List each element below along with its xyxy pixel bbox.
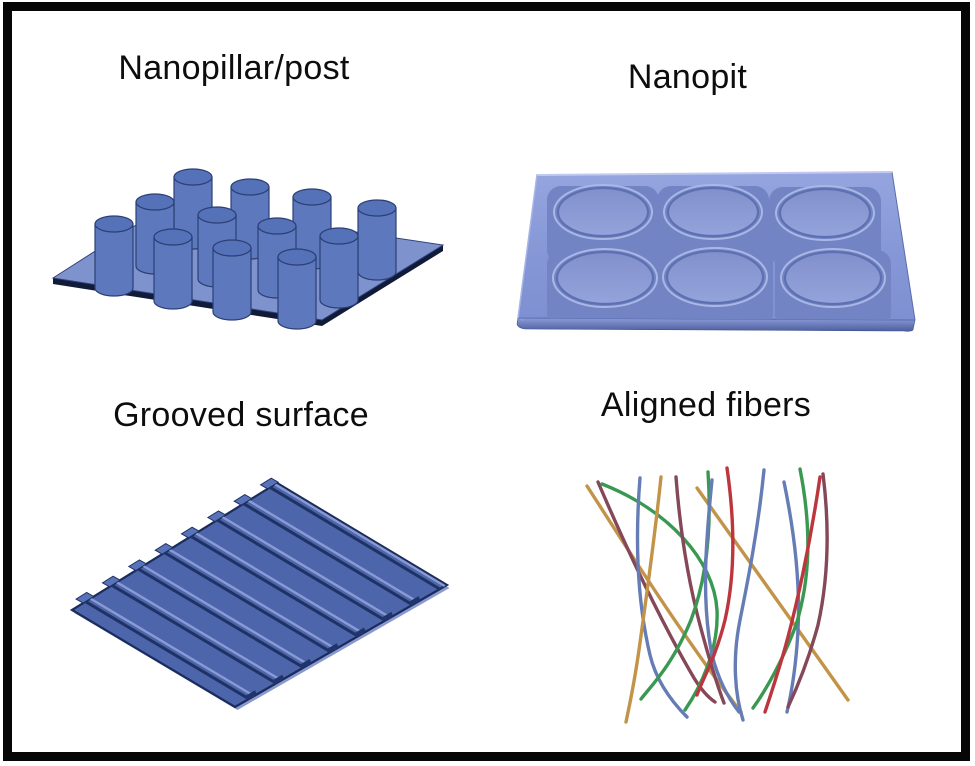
pillar (277, 256, 317, 330)
pit (555, 250, 655, 306)
pit-rim (780, 248, 886, 308)
panel-title-nanopit: Nanopit (627, 58, 748, 96)
pillar (319, 235, 359, 309)
ridge-notch (408, 596, 421, 606)
ridge-tab (259, 477, 280, 490)
pillar-top (94, 215, 134, 233)
ridge-notch (272, 674, 285, 685)
panel-title-grooved: Grooved surface (113, 396, 369, 434)
groove-highlight-lines (89, 483, 446, 698)
pillar-tops (94, 168, 397, 266)
pillar-top (230, 178, 270, 196)
panel-title-nanopillar: Nanopillar/post (118, 49, 350, 87)
pit-plate-bottom-side (516, 317, 916, 332)
pillar-top (135, 193, 175, 211)
panel-title-fibers: Aligned fibers (600, 386, 812, 424)
pit-rims-outer (552, 184, 886, 308)
groove-line (111, 584, 278, 685)
pit-rim (552, 248, 658, 308)
groove-line (137, 567, 305, 669)
grooved-illustration (69, 477, 450, 710)
ridge-highlight (247, 499, 419, 603)
groove-line (163, 551, 332, 654)
groove-line (216, 518, 387, 622)
fiber (585, 484, 743, 714)
pillar-top (319, 227, 359, 245)
groove-line (190, 535, 359, 638)
pillar-top (277, 248, 317, 266)
fiber (786, 472, 829, 709)
ridge-highlight (221, 515, 392, 619)
fiber (635, 476, 689, 719)
pit-rim (662, 247, 768, 307)
fibers-illustration (585, 466, 850, 724)
ridge-notch (299, 659, 312, 669)
ridge-tab (233, 494, 253, 506)
ridge-tab (75, 591, 95, 604)
fiber (733, 468, 766, 722)
ridge-end-tabs (75, 477, 280, 604)
ridge-highlight (116, 581, 282, 682)
nanopit-illustration (516, 171, 916, 332)
fiber (695, 466, 735, 697)
ridge-tab (101, 575, 122, 588)
ridge-notch (381, 611, 394, 622)
fiber (703, 478, 741, 714)
ridge-tab (154, 543, 174, 555)
groove-shadow-lines (84, 486, 441, 701)
fiber (782, 480, 801, 714)
ridge-highlight (274, 483, 446, 588)
fiber (763, 475, 822, 714)
pit (783, 250, 883, 306)
pillar (94, 223, 134, 297)
ridge-highlight (195, 532, 364, 635)
ridge-front-notches (245, 596, 421, 701)
pit (665, 249, 765, 305)
pillar-top (257, 217, 297, 235)
groove-line (84, 600, 250, 701)
ridge-highlight (168, 548, 337, 651)
pit-plate-left-highlight (517, 174, 538, 319)
fiber (751, 467, 810, 710)
ridge-highlight (142, 564, 310, 666)
pit (778, 187, 872, 239)
pillar (153, 236, 193, 310)
pillar-top (357, 199, 397, 217)
groove-line (242, 502, 414, 607)
ridge-tab (180, 526, 201, 539)
ridge-notch (354, 627, 366, 638)
groove-line (269, 486, 441, 591)
pit-rim (553, 184, 653, 240)
ridge-highlight (89, 597, 255, 698)
pit-rim (663, 184, 763, 240)
pit (666, 186, 760, 238)
pillar-top (153, 228, 193, 246)
pillar-top (292, 188, 332, 206)
pillar (212, 247, 252, 321)
pits (555, 186, 883, 306)
figure-border (3, 2, 970, 761)
pit-rim (775, 185, 875, 241)
ridge-notch (245, 690, 257, 701)
fiber (624, 475, 663, 724)
fiber (695, 486, 850, 702)
fiber (674, 475, 726, 705)
ridge-tab (127, 559, 148, 572)
pit-plate-top-highlight (536, 171, 893, 176)
pillar-top (197, 206, 237, 224)
pillar-top (173, 168, 213, 186)
pillar (357, 207, 397, 281)
ridge-notch (326, 643, 339, 654)
pillar-top (212, 239, 252, 257)
pit (556, 186, 650, 238)
ridge-tab (206, 510, 227, 523)
nanopillar-illustration (51, 168, 445, 330)
